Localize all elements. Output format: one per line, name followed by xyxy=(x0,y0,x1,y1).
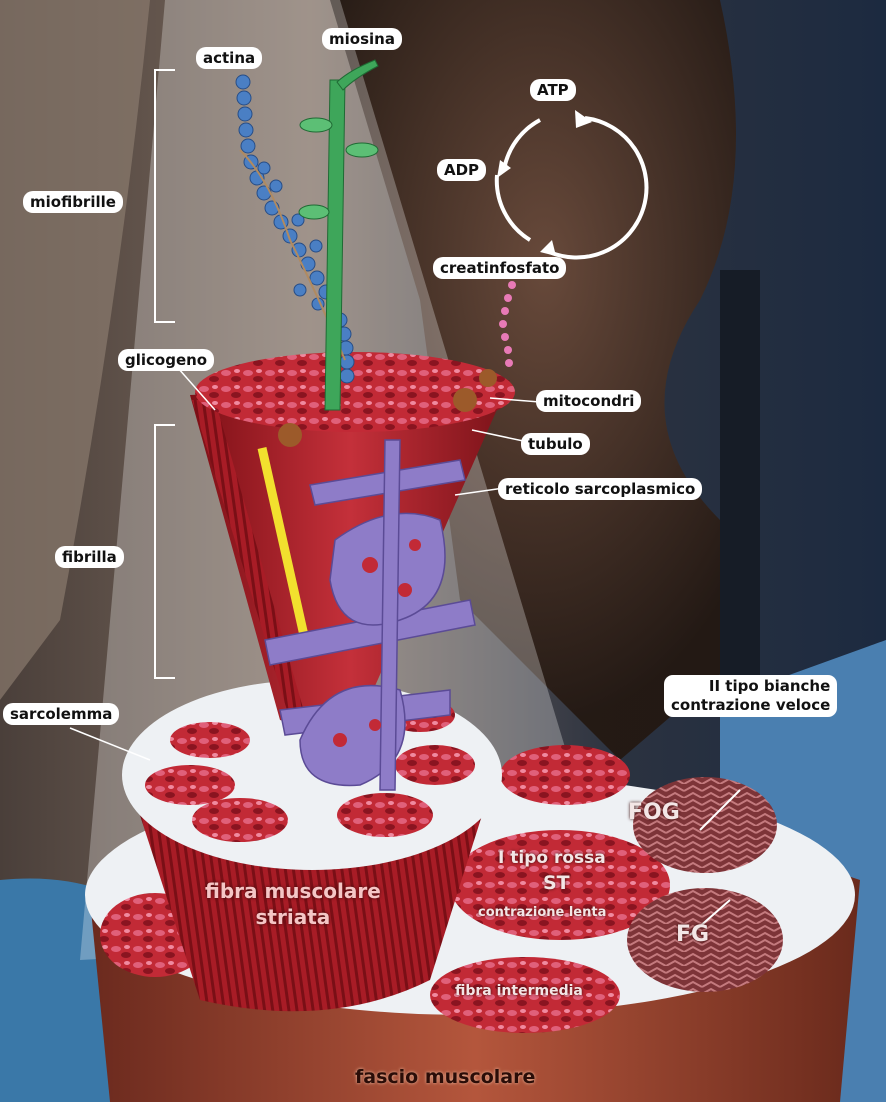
label-tipo1-title: I tipo rossa xyxy=(498,848,606,868)
label-fascio-muscolare: fascio muscolare xyxy=(355,1066,535,1088)
label-atp: ATP xyxy=(530,79,576,101)
label-fibra-intermedia: fibra intermedia xyxy=(455,983,583,999)
label-adp: ADP xyxy=(437,159,486,181)
label-tipo1-desc: contrazione lenta xyxy=(478,905,606,920)
label-tipo2-bianche: II tipo bianche contrazione veloce xyxy=(664,675,837,717)
label-reticolo-sarcoplasmico: reticolo sarcoplasmico xyxy=(498,478,702,500)
label-actina: actina xyxy=(196,47,262,69)
label-tipo1-st: ST xyxy=(543,872,570,894)
label-sarcolemma: sarcolemma xyxy=(3,703,119,725)
label-fg: FG xyxy=(676,922,709,947)
label-glicogeno: glicogeno xyxy=(118,349,214,371)
label-miosina: miosina xyxy=(322,28,402,50)
label-fibra-striata: fibra muscolare striata xyxy=(205,878,381,930)
label-tubulo: tubulo xyxy=(521,433,590,455)
label-creatinfosfato: creatinfosfato xyxy=(433,257,566,279)
label-fog: FOG xyxy=(628,800,680,825)
label-fibrilla: fibrilla xyxy=(55,546,124,568)
label-mitocondri: mitocondri xyxy=(536,390,641,412)
label-miofibrille: miofibrille xyxy=(23,191,123,213)
